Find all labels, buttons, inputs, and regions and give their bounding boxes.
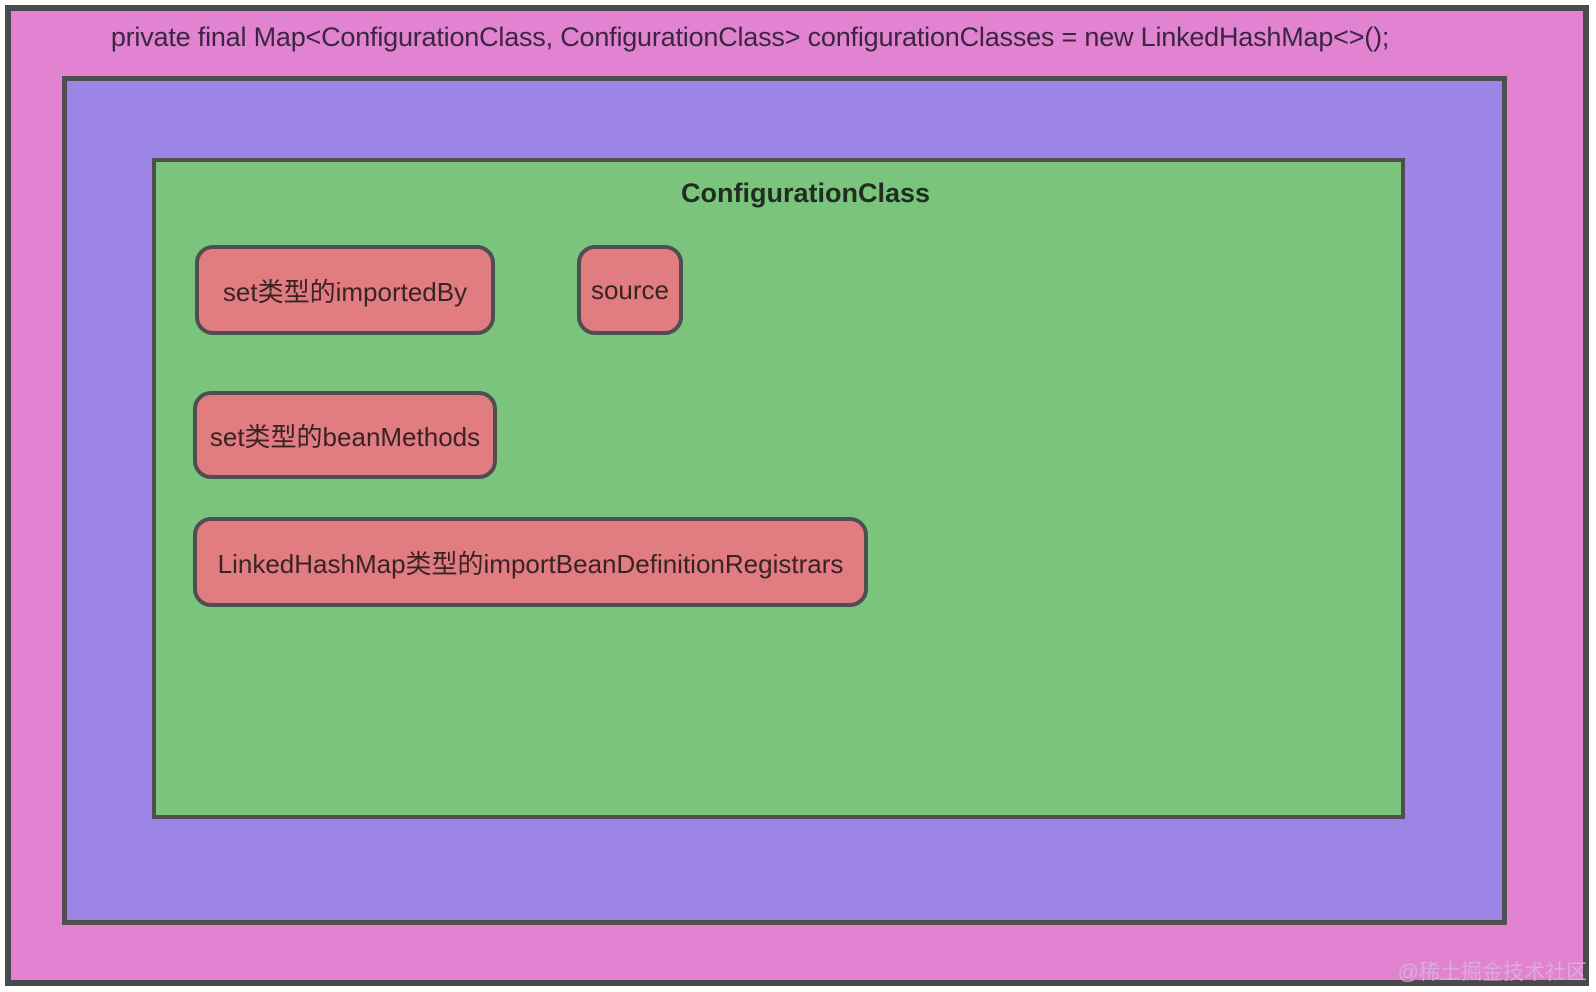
field-importbeandefinitionregistrars: LinkedHashMap类型的importBeanDefinitionRegi… — [193, 517, 868, 607]
watermark: @稀土掘金技术社区 — [1397, 961, 1587, 984]
class-title: ConfigurationClass — [680, 178, 930, 208]
field-importedby: set类型的importedBy — [195, 245, 495, 335]
field-beanmethods: set类型的beanMethods — [193, 391, 497, 479]
code-declaration: private final Map<ConfigurationClass, Co… — [110, 22, 1390, 52]
field-source: source — [577, 245, 683, 335]
